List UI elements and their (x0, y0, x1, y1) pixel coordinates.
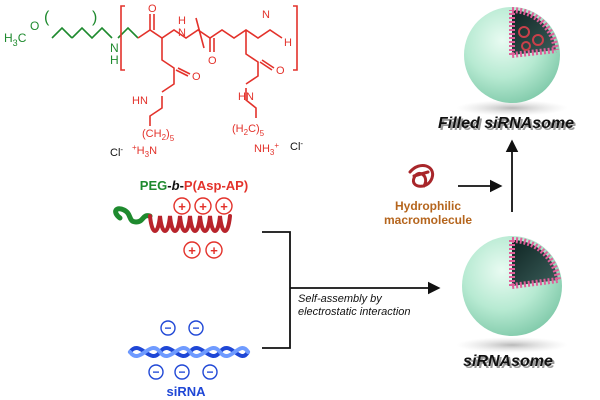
sirna-cartoon: − − − − − (128, 320, 250, 380)
positive-charge (205, 241, 223, 259)
vesicle-membrane (511, 236, 561, 281)
negative-charge (188, 320, 204, 336)
positive-charge-sign: + (210, 243, 218, 258)
positive-charge (183, 241, 201, 259)
peg-amide-n: N (110, 41, 119, 55)
negative-charge-sign: − (178, 365, 185, 379)
vesicle-cutaway (512, 239, 558, 286)
peg-amide-h: H (110, 53, 119, 67)
filled-sirnasome-label: Filled siRNAsome (438, 115, 574, 132)
positive-charge (215, 197, 233, 215)
sirnasome-label: siRNAsome (463, 353, 553, 370)
assembly-connector (262, 139, 519, 349)
alkyl-chain-right: (H2C)5 (232, 123, 265, 138)
carbonyl-oxygen-1: O (148, 3, 157, 15)
positive-charge-sign: + (220, 199, 228, 214)
sirna-strand-2 (128, 346, 250, 358)
sirnasome-label-shadow: siRNAsome (465, 355, 555, 372)
backbone-n: N (178, 27, 186, 39)
negative-charge-sign: − (206, 365, 213, 379)
encapsulated-macromolecules (518, 26, 544, 51)
positive-charge-sign: + (178, 199, 186, 214)
amide-hn-right: HN (238, 91, 254, 103)
self-assembly-label-line1: Self-assembly by (298, 293, 383, 305)
polyasp-backbone (120, 5, 298, 126)
sirna-label: siRNA (166, 384, 206, 399)
ammonium-right: NH3+ (254, 141, 279, 157)
sidechain-oxygen-right: O (276, 65, 285, 77)
alkyl-chain-left: (CH2)5 (142, 128, 175, 143)
chloride-left: Cl- (110, 145, 123, 159)
negative-charge-sign: − (164, 321, 171, 335)
filled-sirnasome-label-shadow: Filled siRNAsome (440, 117, 576, 134)
carbonyl-oxygen-2: O (208, 55, 217, 67)
negative-charge-sign: − (152, 365, 159, 379)
backbone-h: H (178, 15, 186, 27)
peg-bracket-open: ( (44, 9, 50, 26)
amide-hn-left: HN (132, 95, 148, 107)
bracket-line (262, 231, 291, 349)
positive-charge (194, 197, 212, 215)
vesicle-membrane-edge (511, 47, 557, 58)
polymer-cartoon: + + + + + (113, 197, 233, 259)
negative-charge (202, 364, 218, 380)
peg-terminal-h3c: H3C (4, 31, 27, 48)
vesicle-shadow (456, 337, 568, 353)
peg-block-cartoon (113, 206, 153, 225)
peg-b-p-asp-ap-structure: H3C O ( ) N H (4, 3, 303, 159)
peg-bracket-close: ) (92, 9, 97, 26)
filled-sirnasome-vesicle (456, 7, 568, 116)
cationic-block-cartoon (148, 214, 232, 233)
sirnasome-vesicle (456, 236, 568, 353)
polymer-name: PEG-b-P(Asp-AP) (140, 178, 248, 193)
ammonium-left: +H3N (132, 143, 157, 159)
positive-charge-sign: + (199, 199, 207, 214)
negative-charge (174, 364, 190, 380)
vesicle-shadow (456, 100, 568, 116)
terminal-h: H (284, 37, 292, 49)
self-assembly-label-line2: electrostatic interaction (298, 306, 411, 318)
negative-charge-sign: − (192, 321, 199, 335)
hydrophilic-label-line2: macromolecule (384, 213, 472, 227)
backbone-n-right: N (262, 9, 270, 21)
vesicle-membrane (511, 7, 559, 51)
positive-charge (173, 197, 191, 215)
negative-charge (160, 320, 176, 336)
peg-chain (51, 26, 139, 40)
hydrophilic-macromolecule-icon (408, 163, 435, 188)
sidechain-oxygen-left: O (192, 71, 201, 83)
negative-charge (148, 364, 164, 380)
peg-oxygen: O (30, 19, 39, 33)
chloride-right: Cl- (290, 139, 303, 153)
positive-charge-sign: + (188, 243, 196, 258)
hydrophilic-label-line1: Hydrophilic (395, 199, 461, 213)
